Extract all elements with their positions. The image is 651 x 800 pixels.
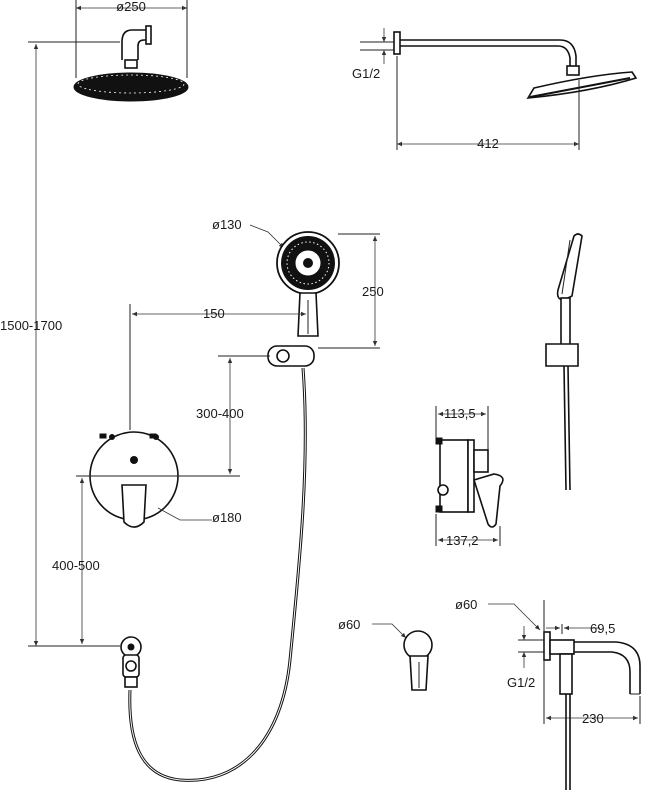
label-mixer-diameter: ø180 — [212, 510, 242, 525]
label-offset: 150 — [203, 306, 225, 321]
overhead-shower-side — [360, 28, 638, 150]
hand-shower-side — [545, 233, 583, 491]
label-spout-length: 230 — [582, 711, 604, 726]
label-arm-length: 412 — [477, 136, 499, 151]
overhead-shower-front — [73, 0, 189, 102]
dimension-labels: ø250 G1/2 412 1500-1700 ø130 250 150 300… — [0, 0, 615, 726]
bath-spout — [488, 600, 641, 790]
label-flange-left: ø60 — [338, 617, 360, 632]
label-body-depth: 113,5 — [444, 406, 476, 421]
hand-shower-front — [129, 224, 380, 474]
label-thread-bottom: G1/2 — [507, 675, 535, 690]
mixer-body-side — [435, 406, 504, 546]
wall-outlet — [120, 636, 142, 688]
diverter-flange — [372, 623, 433, 691]
label-flange-right: ø60 — [455, 597, 477, 612]
label-body-total: 137,2 — [446, 533, 479, 548]
label-total-height: 1500-1700 — [0, 318, 62, 333]
label-spout-offset: 69,5 — [590, 621, 615, 636]
label-hand-length: 250 — [362, 284, 384, 299]
label-outlet-height: 400-500 — [52, 558, 100, 573]
mixer-front — [76, 431, 240, 528]
shower-hose — [128, 367, 307, 782]
label-thread-top: G1/2 — [352, 66, 380, 81]
label-head-diameter: ø250 — [116, 0, 146, 14]
label-holder-height: 300-400 — [196, 406, 244, 421]
label-hand-diameter: ø130 — [212, 217, 242, 232]
total-height-dimension — [28, 41, 120, 647]
